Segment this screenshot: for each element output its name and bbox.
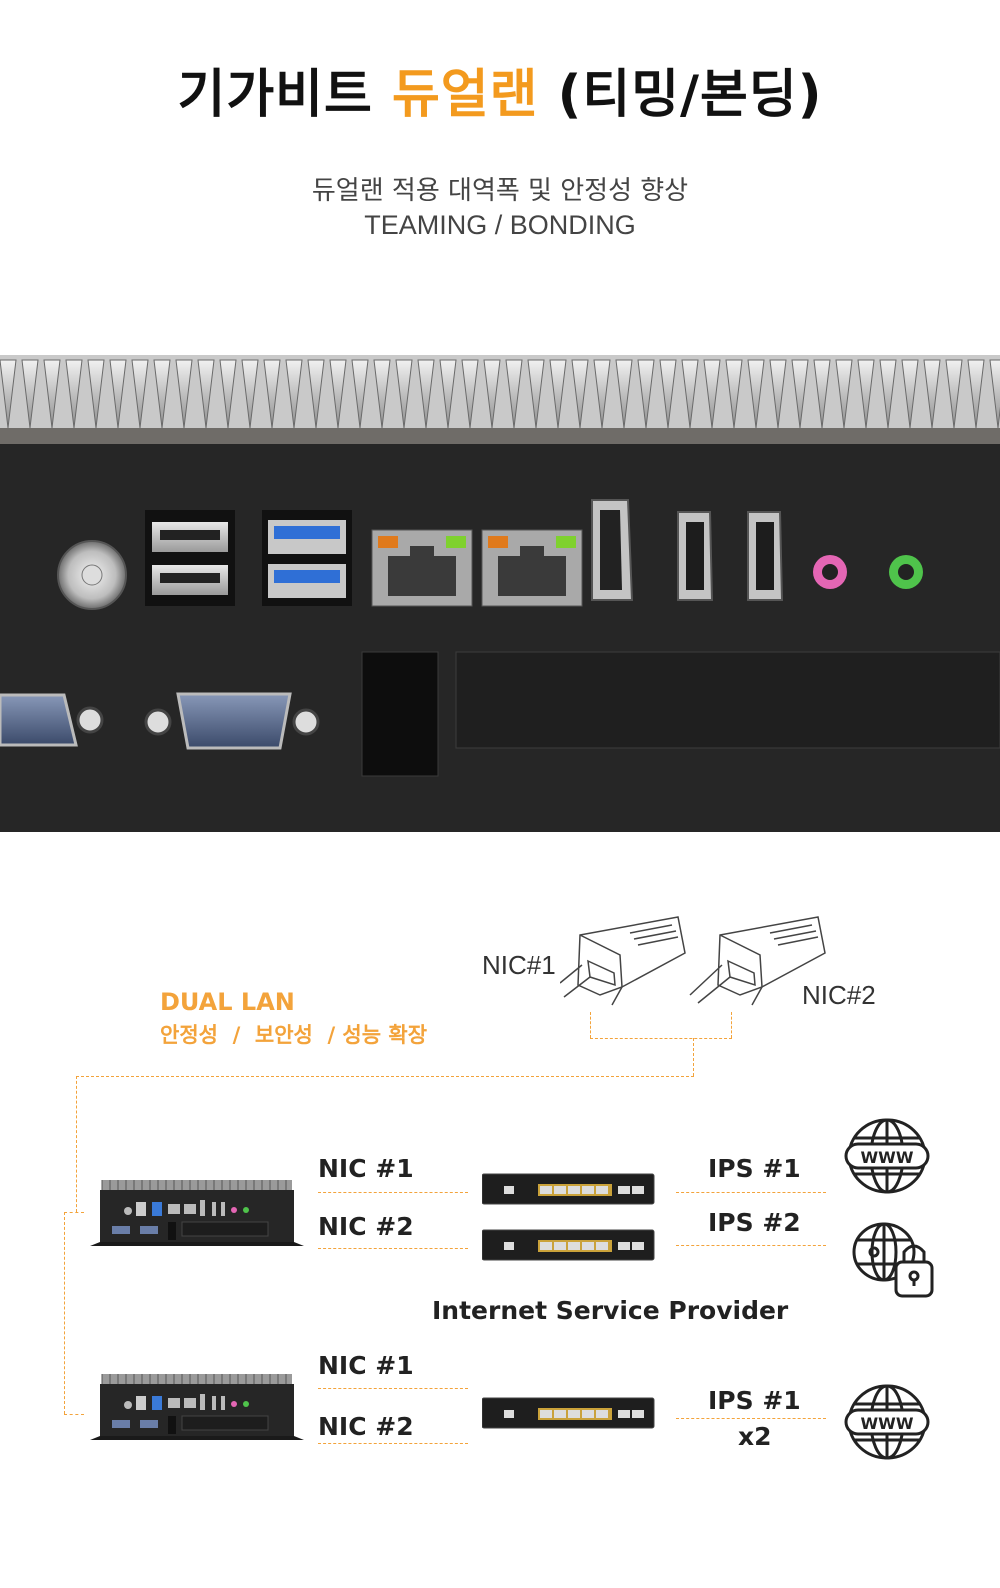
nic2-plug-label: NIC#2 (802, 980, 876, 1010)
group2-multiplier: x2 (738, 1422, 772, 1451)
rj45-port-2 (481, 529, 583, 607)
divider (676, 1418, 826, 1419)
group1-ips2-label: IPS #2 (708, 1208, 801, 1237)
nic1-plug-label: NIC#1 (482, 950, 556, 980)
connector-line (590, 1038, 732, 1039)
title-suffix: (티밍/본딩) (538, 65, 823, 125)
connector-line (590, 1012, 591, 1038)
group2-nic1-label: NIC #1 (318, 1351, 414, 1380)
mini-pc-icon (90, 1374, 304, 1440)
router-icon (482, 1229, 655, 1261)
router-icon (482, 1173, 655, 1205)
group1-nic1-label: NIC #1 (318, 1154, 414, 1183)
title-accent: 듀얼랜 (391, 65, 539, 125)
mini-pc-icon (90, 1180, 304, 1246)
connector-line (64, 1212, 65, 1414)
divider (676, 1245, 826, 1246)
router-icon (482, 1397, 655, 1429)
group1-ips1-label: IPS #1 (708, 1154, 801, 1183)
device-io-panel-image (0, 355, 1000, 832)
group2-ips1-label: IPS #1 (708, 1386, 801, 1415)
usb2-ports (145, 510, 235, 606)
isp-label: Internet Service Provider (432, 1296, 789, 1325)
connector-line (76, 1076, 77, 1212)
divider (318, 1248, 468, 1249)
divider (318, 1388, 468, 1389)
www-text: WWW (861, 1148, 914, 1167)
connector-line (76, 1076, 694, 1077)
serial-port-2 (144, 692, 320, 750)
heatsink-fins (0, 359, 1000, 429)
www-globe-icon: WWW (844, 1384, 930, 1460)
rj45-plugs-icon (560, 916, 826, 1006)
connector-line (693, 1038, 694, 1076)
divider (318, 1443, 468, 1444)
dual-lan-sub: 안정성 / 보안성 / 성능 확장 (160, 1023, 428, 1047)
rj45-port-1 (371, 529, 473, 607)
divider (676, 1192, 826, 1193)
globe-lock-icon (852, 1222, 934, 1298)
dual-lan-title: DUAL LAN (160, 988, 295, 1016)
subtitle-en: TEAMING / BONDING (364, 210, 636, 240)
group2-nic2-label: NIC #2 (318, 1412, 414, 1441)
connector-line (731, 1012, 732, 1038)
connector-line (64, 1414, 84, 1415)
expansion-cover (455, 651, 1000, 749)
page-title: 기가비트 듀얼랜 (티밍/본딩) (0, 52, 1000, 127)
title-prefix: 기가비트 (177, 65, 392, 125)
group1-nic2-label: NIC #2 (318, 1212, 414, 1241)
www-text: WWW (861, 1414, 914, 1433)
connector-line (64, 1212, 84, 1213)
usb3-ports (262, 510, 352, 606)
divider (318, 1192, 468, 1193)
www-globe-icon: WWW (844, 1118, 930, 1194)
subtitle: 듀얼랜 적용 대역폭 및 안정성 향상 (311, 176, 689, 206)
serial-port-1 (0, 693, 104, 747)
expansion-slot (361, 651, 439, 777)
